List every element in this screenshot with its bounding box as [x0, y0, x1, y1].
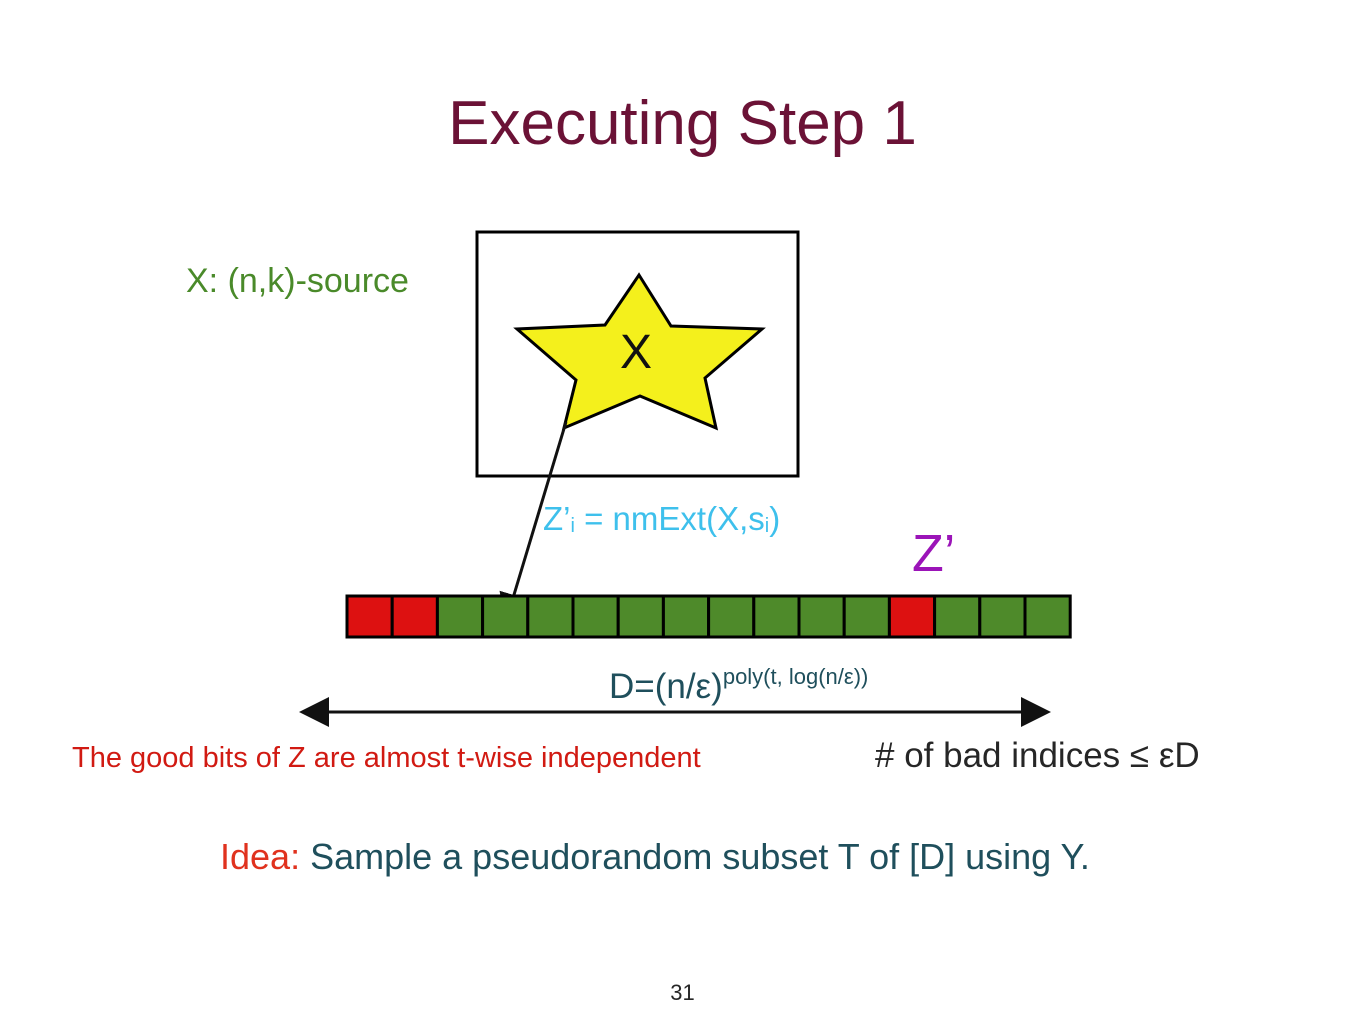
bit-cell-good	[797, 594, 846, 639]
z-equation: Z’i = nmExt(X,si)	[543, 500, 780, 538]
bit-cell-good	[526, 594, 575, 639]
bit-cell-good	[707, 594, 756, 639]
z-eq-suffix: )	[769, 500, 781, 537]
z-eq-prefix: Z’	[543, 500, 571, 537]
bit-cell-bad	[345, 594, 394, 639]
d-formula-exponent: poly(t, log(n/ε))	[722, 664, 869, 689]
bit-cell-good	[435, 594, 485, 639]
bit-cell-good	[571, 594, 620, 639]
bit-cell-good	[661, 594, 711, 639]
bits-row	[345, 594, 1072, 639]
d-formula-base: D=(n/ε)	[609, 667, 723, 706]
bit-cell-good	[842, 594, 891, 639]
idea-label: Idea:	[220, 836, 301, 877]
star-shape	[513, 272, 766, 431]
bit-cell-good	[616, 594, 665, 639]
extract-arrow	[499, 421, 568, 624]
bit-cell-good	[481, 594, 530, 639]
good-bits-text: The good bits of Z are almost t-wise ind…	[72, 742, 701, 774]
source-box	[475, 230, 800, 478]
bit-cell-good	[752, 594, 801, 639]
idea-text: Sample a pseudorandom subset T of [D] us…	[300, 836, 1090, 877]
z-prime-label: Z’	[912, 525, 956, 583]
bit-cell-good	[1023, 594, 1072, 639]
bad-indices-text: # of bad indices ≤ εD	[875, 736, 1200, 775]
z-eq-sub-i: i	[570, 515, 575, 537]
z-eq-middle: = nmExt(X,s	[574, 500, 765, 537]
bit-cell-good	[978, 594, 1027, 639]
z-eq-sub-i2: i	[764, 515, 770, 537]
page-number: 31	[670, 980, 695, 1005]
star-label: X	[620, 326, 652, 379]
d-formula: D=(n/ε)poly(t, log(n/ε))	[609, 664, 868, 707]
source-label: X: (n,k)-source	[186, 262, 409, 300]
bit-cell-bad	[390, 594, 439, 639]
idea-line: Idea: Sample a pseudorandom subset T of …	[220, 836, 1090, 878]
bit-cell-good	[933, 594, 982, 639]
slide-title: Executing Step 1	[448, 89, 917, 158]
bit-cell-bad	[887, 594, 937, 639]
